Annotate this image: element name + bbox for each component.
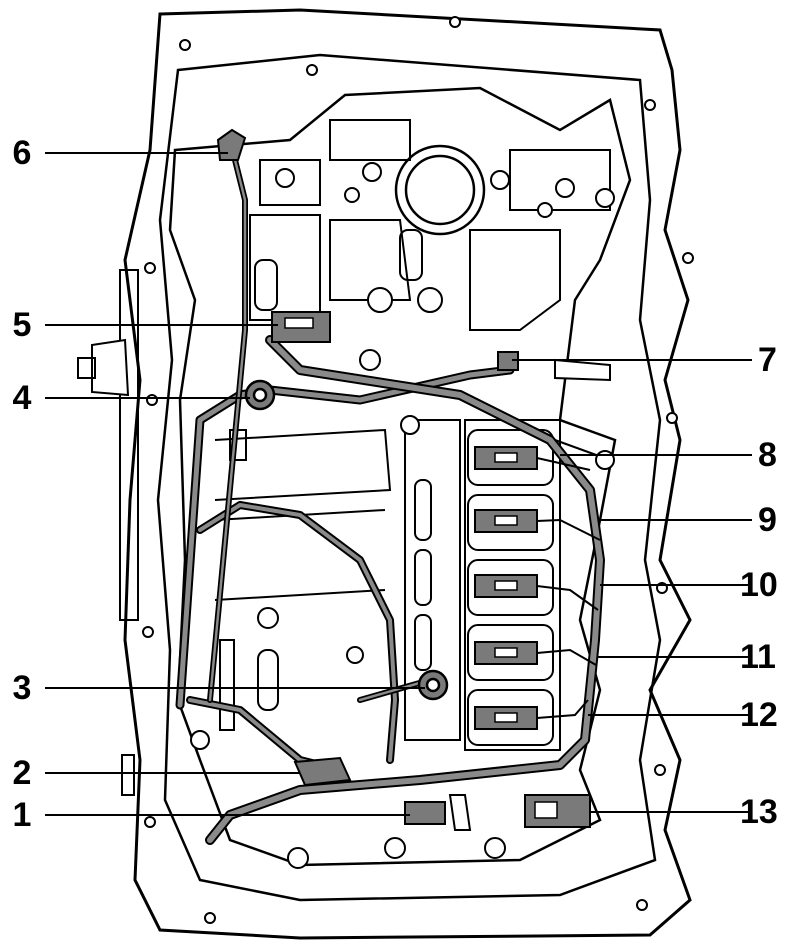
top-bolts bbox=[275, 162, 615, 371]
callout-11: 11 bbox=[740, 638, 776, 676]
callout-9: 9 bbox=[758, 501, 777, 539]
callout-6: 6 bbox=[12, 134, 32, 172]
pan-flange bbox=[156, 53, 662, 902]
callout-5: 5 bbox=[12, 306, 32, 344]
leader-lines bbox=[45, 152, 752, 816]
spool-plate bbox=[404, 419, 461, 741]
callout-12: 12 bbox=[740, 696, 778, 734]
left-ribs bbox=[214, 428, 392, 731]
bracket-7 bbox=[554, 358, 611, 382]
accumulator bbox=[394, 144, 486, 236]
callout-8: 8 bbox=[758, 436, 777, 474]
bottom-bolts bbox=[190, 415, 506, 869]
spool-slots bbox=[414, 479, 432, 671]
left-bracket bbox=[119, 269, 139, 621]
grommet-4 bbox=[244, 379, 276, 411]
grommet-3 bbox=[417, 669, 449, 701]
left-sensor bbox=[77, 338, 130, 397]
solenoid-connectors bbox=[474, 446, 538, 730]
clip-8 bbox=[595, 450, 615, 470]
callout-1: 1 bbox=[12, 796, 32, 834]
callout-13: 13 bbox=[740, 793, 778, 831]
callout-4: 4 bbox=[12, 379, 32, 417]
callout-3: 3 bbox=[12, 669, 32, 707]
solenoid-bank bbox=[464, 419, 561, 751]
connector-1 bbox=[404, 801, 446, 825]
callout-2: 2 bbox=[12, 754, 32, 792]
callout-10: 10 bbox=[740, 566, 778, 604]
connector-windows bbox=[494, 452, 518, 723]
clamp-2 bbox=[293, 756, 352, 787]
case-outline bbox=[123, 8, 692, 940]
left-tab bbox=[121, 754, 135, 796]
sensor-6 bbox=[216, 128, 247, 161]
callout-7: 7 bbox=[758, 341, 777, 379]
